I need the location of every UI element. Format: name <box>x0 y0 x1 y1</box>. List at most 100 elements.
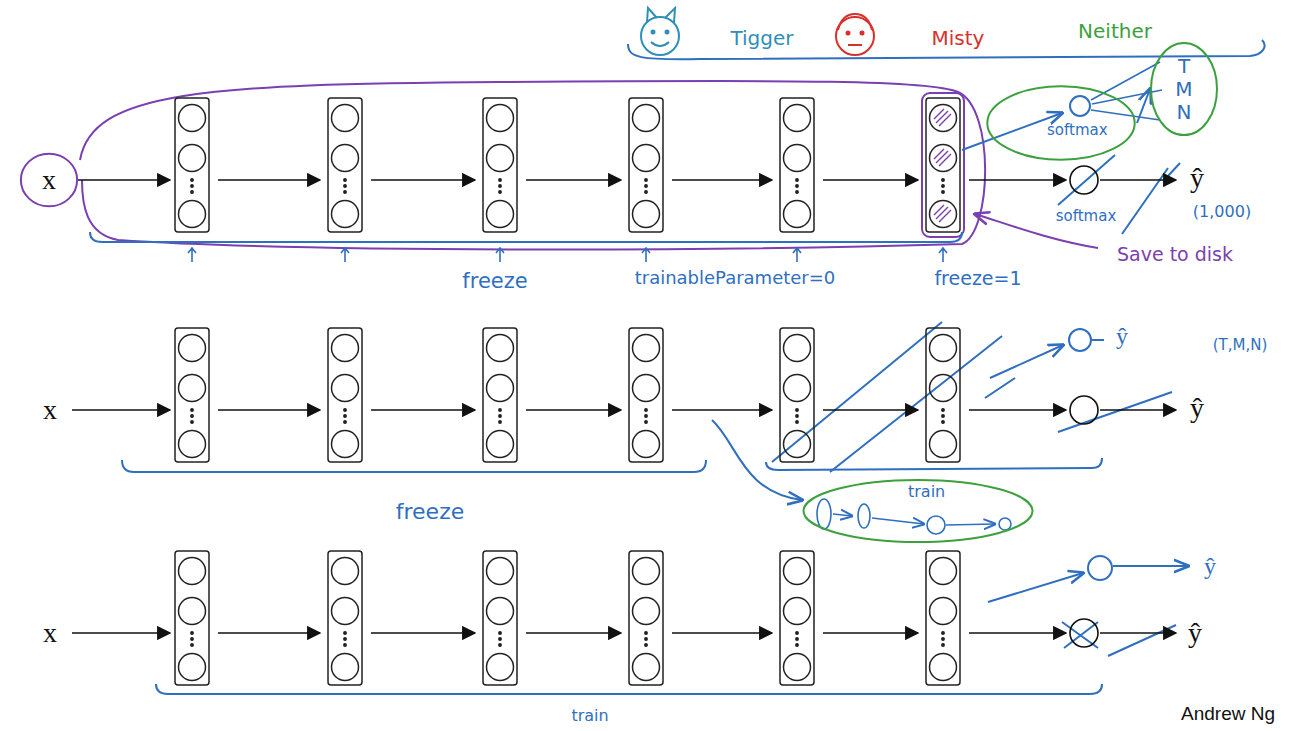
layer <box>780 98 814 232</box>
arrow <box>526 409 621 411</box>
annotation-label: x <box>43 395 57 426</box>
layer <box>926 98 960 232</box>
arrow <box>969 632 1066 634</box>
new-output-unit <box>1088 556 1112 580</box>
layer <box>175 551 209 685</box>
cross-out <box>1062 622 1176 656</box>
arrow <box>823 409 918 411</box>
layer <box>175 98 209 232</box>
layer <box>926 551 960 685</box>
arrow <box>969 179 1066 181</box>
arrow <box>72 632 170 634</box>
annotation-ellipse: TMN <box>1150 40 1218 138</box>
arrow <box>969 409 1066 411</box>
layer <box>328 551 362 685</box>
annotation-ellipse: x <box>20 152 78 208</box>
node-text: softmax <box>1047 122 1108 139</box>
arrow <box>672 409 772 411</box>
tick-arrow <box>188 248 196 262</box>
annotation-label: softmax <box>1056 208 1117 225</box>
annotation-label: ŷ <box>1190 393 1204 424</box>
annotation-label: x <box>43 618 57 649</box>
annotation-ellipse: softmax <box>985 84 1137 162</box>
annotation-ellipse: train <box>800 478 1036 544</box>
ellipse-outline <box>1151 43 1217 135</box>
tick-arrow <box>642 248 650 262</box>
ellipse-outline <box>804 480 1033 542</box>
node-text: x <box>42 164 56 196</box>
arrow <box>218 409 320 411</box>
annotation-label: Save to disk <box>1117 244 1233 265</box>
arrow <box>218 179 320 181</box>
tick-arrow <box>939 248 947 262</box>
arrow <box>371 179 475 181</box>
annotation-label: freeze <box>396 500 464 524</box>
cross-out <box>772 322 1002 472</box>
annotation-label: (T,M,N) <box>1213 337 1268 354</box>
layer <box>483 328 517 462</box>
arrow <box>1113 565 1188 567</box>
last-layer-highlight <box>922 93 964 237</box>
arrow <box>72 409 170 411</box>
annotation-label: ŷ <box>1204 553 1216 579</box>
arrow <box>1100 179 1176 181</box>
node-text: T <box>1178 55 1190 78</box>
annotation-label: ŷ <box>1190 163 1204 194</box>
ellipse-outline <box>987 86 1134 159</box>
annotation-label: Tigger <box>730 27 793 49</box>
output-unit <box>1070 166 1098 194</box>
arrow <box>823 632 918 634</box>
arrow <box>1100 632 1176 634</box>
annotation-label: (1,000) <box>1193 203 1251 221</box>
layer <box>328 98 362 232</box>
arrow <box>823 179 918 181</box>
new-output-unit <box>1069 329 1091 351</box>
arrow <box>1092 339 1104 341</box>
layer <box>629 98 663 232</box>
bracket <box>122 460 706 472</box>
tick-arrow <box>496 248 504 262</box>
tick-arrow <box>341 248 349 262</box>
arrow <box>78 179 170 181</box>
annotation-label: freeze=1 <box>934 268 1021 289</box>
arrow <box>526 632 621 634</box>
layer <box>926 328 960 462</box>
layer <box>780 551 814 685</box>
annotation-label: Andrew Ng <box>1181 704 1275 725</box>
arrow <box>218 632 320 634</box>
bracket <box>90 232 962 242</box>
output-unit <box>1070 619 1098 647</box>
arrow <box>371 632 475 634</box>
output-unit <box>1070 396 1098 424</box>
arrow <box>526 179 621 181</box>
new-head-arrow <box>988 573 1083 602</box>
bracket <box>156 684 1102 694</box>
layer <box>483 98 517 232</box>
node-text: N <box>1177 101 1192 124</box>
arrow <box>1100 409 1176 411</box>
annotation-label: train <box>571 707 608 725</box>
misty-face <box>836 14 874 55</box>
layer <box>780 328 814 462</box>
new-head-arrow <box>990 345 1063 378</box>
node-text: M <box>1175 78 1192 101</box>
softmax-unit <box>1070 96 1090 116</box>
arrow-connector <box>1137 89 1150 123</box>
cross-out <box>985 378 1172 432</box>
annotation-label: trainableParameter=0 <box>635 268 836 288</box>
layer <box>629 551 663 685</box>
annotation-label: Misty <box>932 27 985 49</box>
bracket <box>766 458 1102 470</box>
layer <box>328 328 362 462</box>
mini-network <box>817 499 1011 534</box>
layer <box>483 551 517 685</box>
arrow <box>371 409 475 411</box>
layer <box>629 328 663 462</box>
annotation-label: freeze <box>462 270 527 293</box>
branch-arrow <box>712 420 802 500</box>
arrow <box>672 179 772 181</box>
layer <box>175 328 209 462</box>
